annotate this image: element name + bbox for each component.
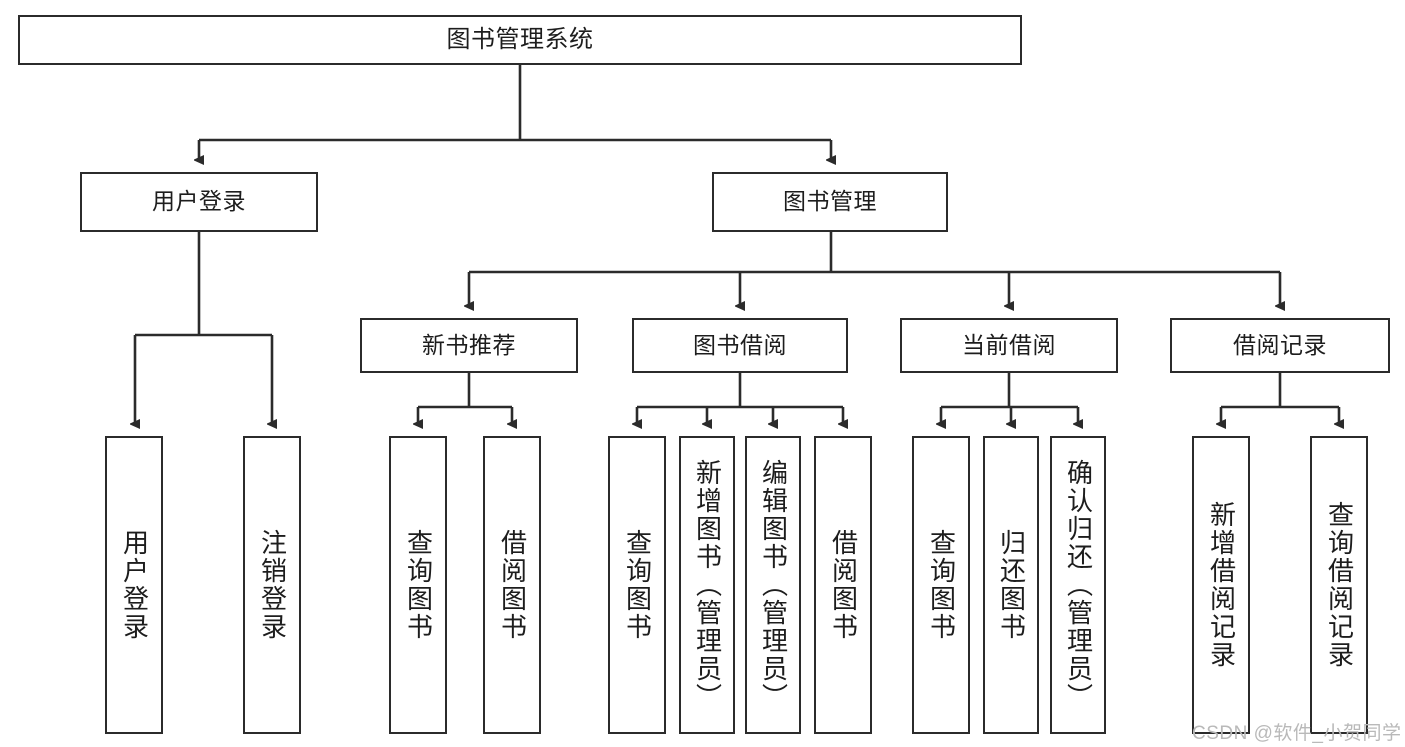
node-leaf-logout-login[interactable]: 注销登录: [243, 436, 301, 734]
node-borrow-record-label: 借阅记录: [1233, 331, 1327, 358]
node-new-book-recommend[interactable]: 新书推荐: [360, 318, 578, 373]
node-book-borrow[interactable]: 图书借阅: [632, 318, 848, 373]
node-root-label: 图书管理系统: [446, 25, 594, 53]
node-leaf-confirm-return[interactable]: 确认归还（管理员）: [1050, 436, 1106, 734]
node-leaf-add-book-admin[interactable]: 新增图书（管理员）: [679, 436, 735, 734]
node-leaf-add-record[interactable]: 新增借阅记录: [1192, 436, 1250, 734]
node-leaf-edit-book-admin[interactable]: 编辑图书（管理员）: [745, 436, 801, 734]
node-leaf-borrow-book-2[interactable]: 借阅图书: [814, 436, 872, 734]
node-leaf-query-book-1-label: 查询图书: [403, 529, 434, 641]
node-root[interactable]: 图书管理系统: [18, 15, 1022, 65]
node-leaf-borrow-book-2-label: 借阅图书: [828, 529, 859, 641]
node-leaf-logout-login-label: 注销登录: [257, 529, 288, 641]
node-leaf-borrow-book-1-label: 借阅图书: [497, 529, 528, 641]
node-leaf-query-book-2-label: 查询图书: [622, 529, 653, 641]
node-leaf-edit-book-admin-label: 编辑图书（管理员）: [758, 459, 789, 711]
node-leaf-query-book-1[interactable]: 查询图书: [389, 436, 447, 734]
node-leaf-query-book-2[interactable]: 查询图书: [608, 436, 666, 734]
node-leaf-return-book-label: 归还图书: [996, 529, 1027, 641]
node-leaf-borrow-book-1[interactable]: 借阅图书: [483, 436, 541, 734]
node-book-manage[interactable]: 图书管理: [712, 172, 948, 232]
node-leaf-add-record-label: 新增借阅记录: [1206, 501, 1237, 669]
node-book-manage-label: 图书管理: [783, 188, 877, 215]
node-leaf-user-login-label: 用户登录: [119, 529, 150, 641]
node-leaf-query-record-label: 查询借阅记录: [1324, 501, 1355, 669]
node-book-borrow-label: 图书借阅: [693, 331, 787, 358]
node-current-borrow[interactable]: 当前借阅: [900, 318, 1118, 373]
node-user-login[interactable]: 用户登录: [80, 172, 318, 232]
node-leaf-query-record[interactable]: 查询借阅记录: [1310, 436, 1368, 734]
csdn-watermark: CSDN @软件_小贺同学: [1192, 723, 1402, 744]
node-current-borrow-label: 当前借阅: [962, 331, 1056, 358]
node-leaf-return-book[interactable]: 归还图书: [983, 436, 1039, 734]
node-leaf-query-book-3-label: 查询图书: [926, 529, 957, 641]
node-borrow-record[interactable]: 借阅记录: [1170, 318, 1390, 373]
node-leaf-user-login[interactable]: 用户登录: [105, 436, 163, 734]
node-leaf-query-book-3[interactable]: 查询图书: [912, 436, 970, 734]
node-user-login-label: 用户登录: [152, 188, 246, 215]
node-leaf-add-book-admin-label: 新增图书（管理员）: [692, 459, 723, 711]
node-new-book-recommend-label: 新书推荐: [422, 331, 516, 358]
node-leaf-confirm-return-label: 确认归还（管理员）: [1063, 459, 1094, 711]
